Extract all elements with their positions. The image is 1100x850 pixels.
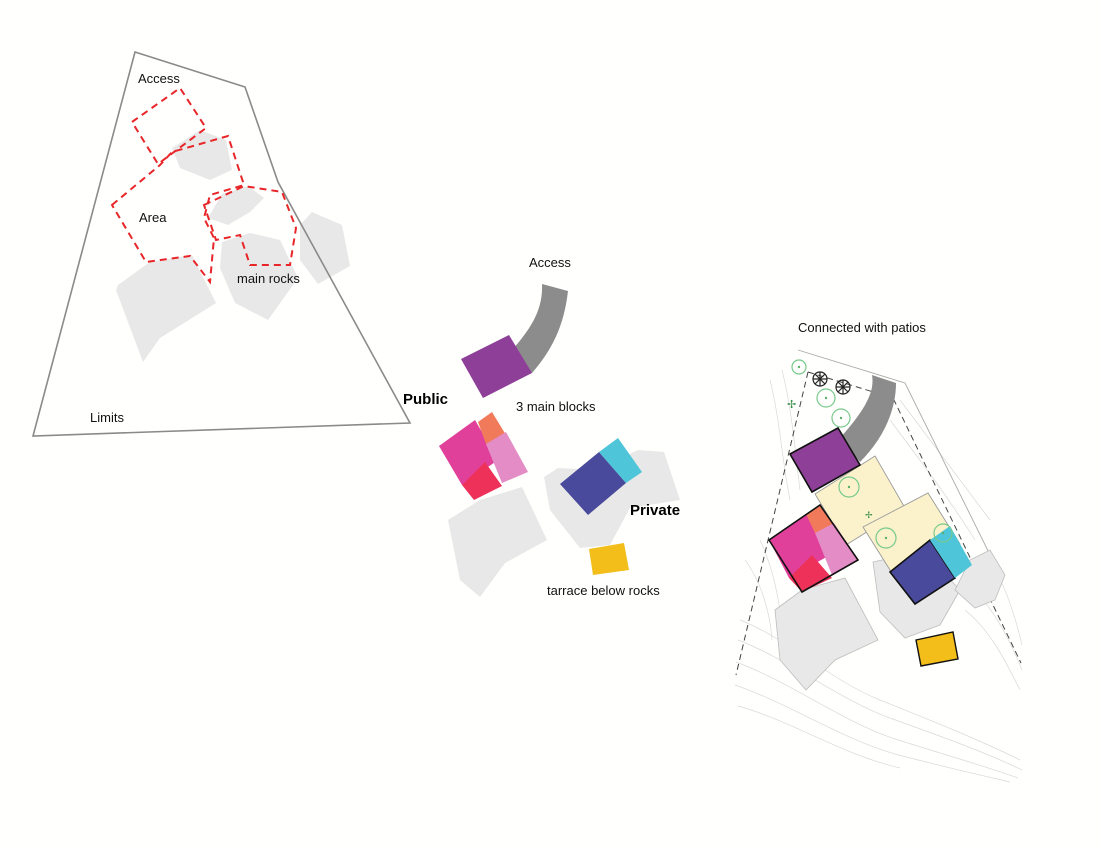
- label-terrace-below-rocks: tarrace below rocks: [547, 583, 660, 598]
- plan-rock-lower-right: [954, 549, 1006, 609]
- block-public-pink: [486, 432, 528, 483]
- plan-block-public-orange: [806, 505, 834, 533]
- plan-block-public-pink: [815, 523, 858, 575]
- rock-middle: [220, 233, 298, 320]
- plan-block-private-cyan: [930, 526, 972, 578]
- access-dashed-zone: [130, 86, 208, 166]
- site-limit-outline: [31, 50, 412, 437]
- plan-block-purple: [788, 426, 862, 494]
- area-dashed-zone-2: [202, 184, 298, 266]
- rock-small-mid: [208, 186, 264, 225]
- label-public: Public: [403, 391, 448, 408]
- rock-large-left: [116, 255, 216, 362]
- rock-small-top: [172, 130, 232, 180]
- plan-block-public-outline: [767, 503, 860, 594]
- label-main-rocks: main rocks: [237, 271, 300, 286]
- rock-right: [300, 212, 350, 284]
- label-access-1: Access: [138, 71, 180, 86]
- label-limits: Limits: [90, 410, 124, 425]
- label-area: Area: [139, 210, 167, 225]
- site-limits-panel: Access Area main rocks Limits: [31, 50, 412, 437]
- plan-access-curve: [840, 375, 896, 462]
- terrace-yellow-block: [589, 543, 629, 575]
- label-access-2: Access: [529, 255, 571, 270]
- rock-lower-left: [448, 487, 547, 597]
- main-blocks-panel: Access Public 3 main blocks Private tarr…: [403, 255, 680, 598]
- svg-text:✢: ✢: [865, 511, 873, 521]
- area-dashed-zone-1: [110, 134, 246, 285]
- plan-site-limit-solid: [797, 349, 1001, 576]
- plan-terrace-yellow-block: [915, 631, 959, 667]
- plan-site-limit-dashed-left: [735, 371, 809, 676]
- svg-text:✢: ✢: [787, 398, 796, 411]
- spoked-circle-icons: [812, 371, 851, 395]
- plan-block-public-red: [789, 555, 832, 592]
- block-public-red: [462, 462, 502, 500]
- label-private: Private: [630, 502, 680, 519]
- label-three-main-blocks: 3 main blocks: [516, 399, 596, 414]
- block-public-orange: [478, 412, 506, 444]
- access-curve: [513, 284, 568, 373]
- block-private-cyan: [599, 438, 642, 483]
- patios-plan-panel: ✢ ✢ Connected with patios: [734, 320, 1023, 783]
- label-connected-with-patios: Connected with patios: [798, 320, 926, 335]
- block-purple: [461, 335, 532, 398]
- block-private-indigo: [560, 452, 626, 515]
- plan-rock-lower-left: [774, 577, 879, 691]
- tree-symbols: ✢ ✢: [787, 359, 953, 549]
